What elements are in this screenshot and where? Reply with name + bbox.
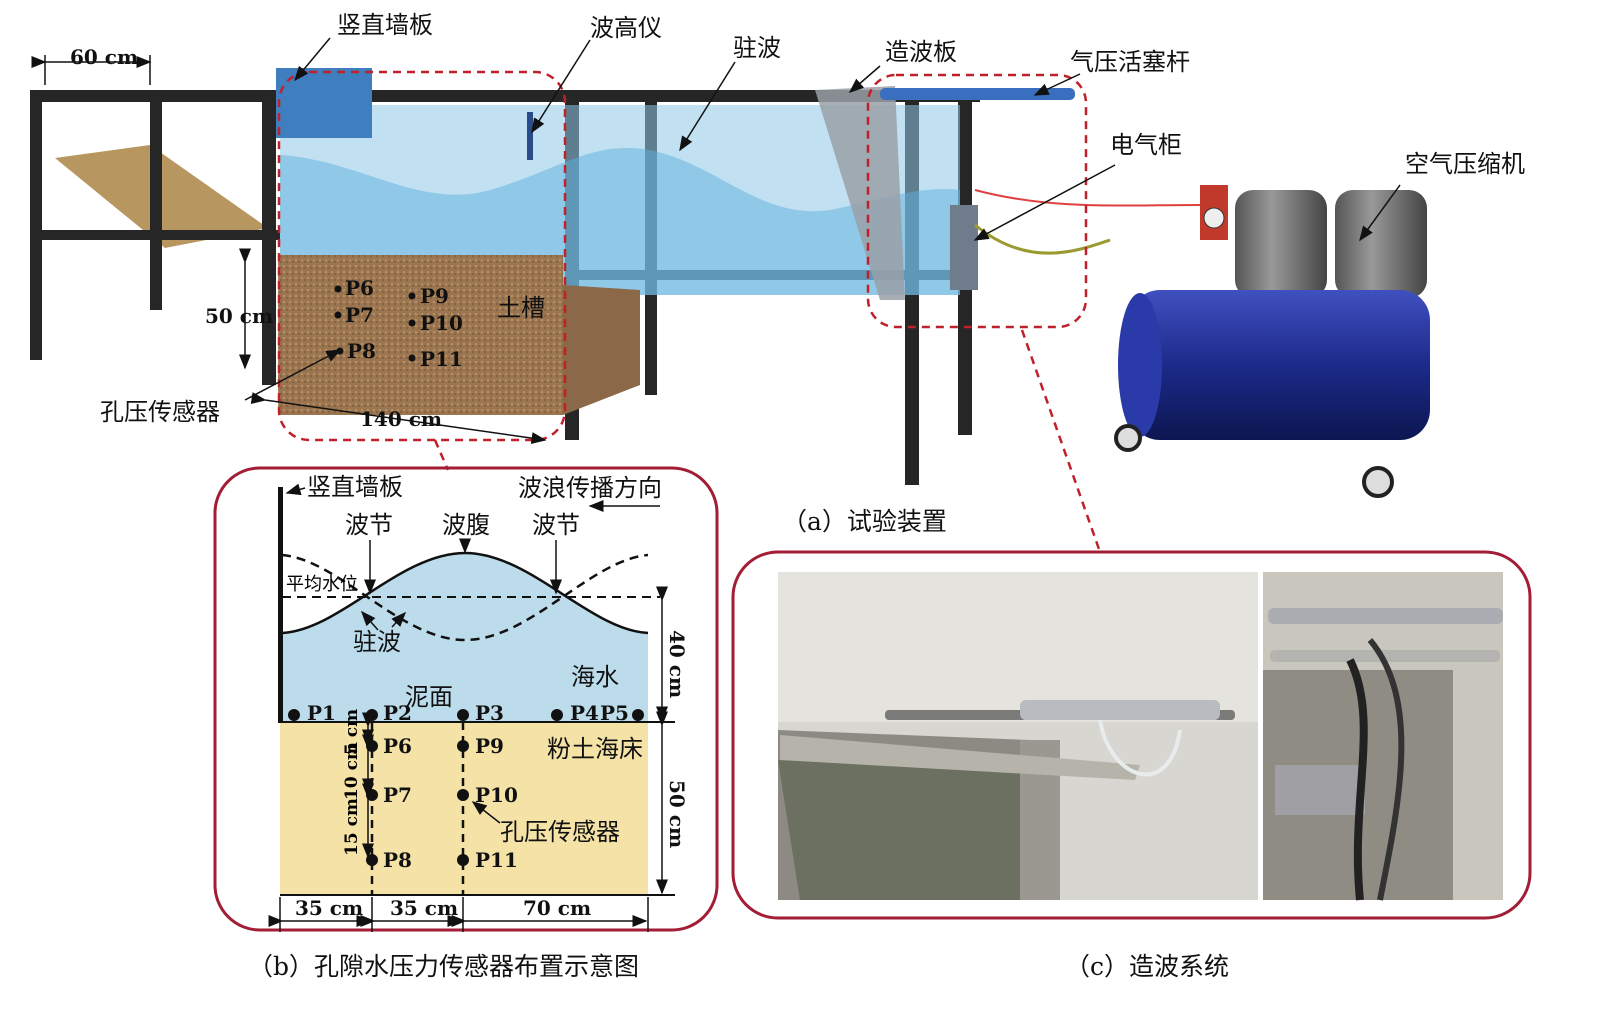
label-soil-tank: 土槽 xyxy=(497,294,545,322)
label-propagation: 波浪传播方向 xyxy=(518,474,662,502)
label-pore-sensor-b: 孔压传感器 xyxy=(500,818,620,846)
sensor-label: P1 xyxy=(307,701,336,725)
panel-b-sensor-layout: 竖直墙板 波浪传播方向 波节 波腹 波节 平均水位 驻波 海水 泥面 粉土海床 … xyxy=(213,466,719,981)
label-standing-wave: 驻波 xyxy=(733,34,781,62)
wave-gauge xyxy=(527,112,533,160)
label-antinode: 波腹 xyxy=(442,511,490,539)
label-electric-cabinet: 电气柜 xyxy=(1110,131,1182,159)
caption-b: （b）孔隙水压力传感器布置示意图 xyxy=(248,952,639,981)
dim-50cm: 50 cm xyxy=(665,780,689,848)
label-wall-plate: 竖直墙板 xyxy=(337,11,433,39)
electric-cabinet xyxy=(950,205,978,290)
soil-tank xyxy=(278,255,563,415)
label-piston-rod: 气压活塞杆 xyxy=(1070,48,1190,76)
dim-35cm-a: 35 cm xyxy=(295,896,363,920)
label-node-left: 波节 xyxy=(345,511,393,539)
sensor-label: P7 xyxy=(383,783,412,807)
sensor-points xyxy=(288,709,644,866)
panel-a-apparatus: 60 cm 竖直墙板 波高仪 驻波 造波板 气压活塞杆 电气柜 空气压缩机 50… xyxy=(30,11,1525,553)
sensor-label: P2 xyxy=(383,701,412,725)
callout-box-soil xyxy=(277,70,567,442)
label-mudline: 泥面 xyxy=(405,683,453,711)
label-wave-paddle: 造波板 xyxy=(885,38,957,66)
dim-15cm: 15 cm xyxy=(342,798,362,856)
dim-5cm: 5 cm xyxy=(342,709,362,755)
label-60cm: 60 cm xyxy=(70,45,138,69)
label-seabed: 粉土海床 xyxy=(547,735,643,763)
sensor-label: P9 xyxy=(420,284,449,308)
label-air-compressor: 空气压缩机 xyxy=(1405,150,1525,178)
air-hose-yellow xyxy=(974,223,1111,255)
air-compressor xyxy=(1114,185,1430,498)
sensor-label: P6 xyxy=(345,276,374,300)
wave-paddle xyxy=(815,86,905,300)
dim-40cm: 40 cm xyxy=(665,630,689,698)
caption-c: （c）造波系统 xyxy=(1065,952,1229,981)
sensor-label: P8 xyxy=(347,339,376,363)
callout-frame-c xyxy=(731,550,1532,920)
vertical-wall xyxy=(278,487,283,723)
air-hose-red xyxy=(974,189,1201,207)
label-50cm: 50 cm xyxy=(205,304,273,328)
dim-70cm: 70 cm xyxy=(523,896,591,920)
label-pore-sensor: 孔压传感器 xyxy=(100,398,220,426)
sensor-label: P3 xyxy=(475,701,504,725)
label-wave-gauge: 波高仪 xyxy=(590,14,662,42)
sensor-label: P11 xyxy=(475,848,518,872)
caption-a: （a）试验装置 xyxy=(782,507,947,536)
sensor-label: P4 xyxy=(570,701,599,725)
sensor-label: P11 xyxy=(420,347,463,371)
dim-10cm: 10 cm xyxy=(342,742,362,800)
label-mean-level: 平均水位 xyxy=(286,574,358,595)
photo-left xyxy=(778,572,1258,900)
label-140cm: 140 cm xyxy=(360,407,442,431)
callout-frame-b xyxy=(213,466,719,932)
sensor-label: P8 xyxy=(383,848,412,872)
panel-c-wavemaker-photos: （c）造波系统 xyxy=(731,550,1532,981)
sensor-label: P7 xyxy=(345,303,374,327)
dim-35cm-b: 35 cm xyxy=(390,896,458,920)
callout-box-wavemaker xyxy=(866,73,1088,329)
label-standing-wave-b: 驻波 xyxy=(353,628,401,656)
seawater-area xyxy=(282,553,648,722)
piston-rod xyxy=(880,88,1075,100)
soil-tank-side xyxy=(563,285,640,415)
label-node-right: 波节 xyxy=(532,511,580,539)
photo-right xyxy=(1263,572,1503,901)
sensor-label: P6 xyxy=(383,734,412,758)
label-seawater: 海水 xyxy=(571,663,619,691)
sensor-label: P10 xyxy=(420,311,463,335)
label-wall: 竖直墙板 xyxy=(307,473,403,501)
wave-profile-dashed xyxy=(281,553,649,642)
sensor-label: P10 xyxy=(475,783,518,807)
sensor-label: P9 xyxy=(475,734,504,758)
sensor-label: P5 xyxy=(600,701,629,725)
vertical-wall-plate xyxy=(276,68,372,138)
